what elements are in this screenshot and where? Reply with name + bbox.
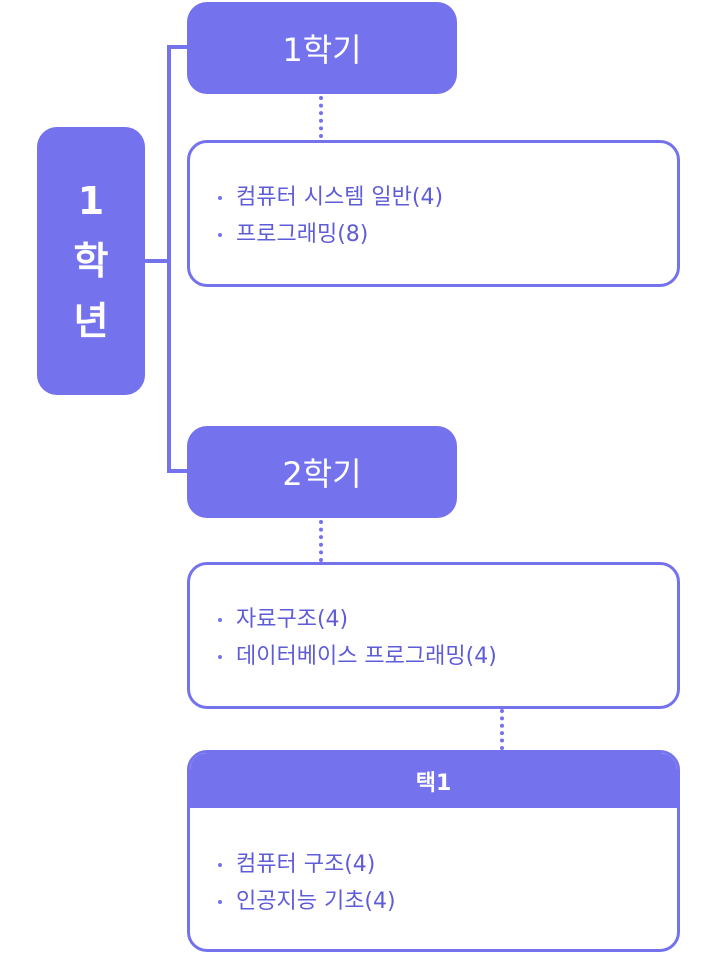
connector-elective bbox=[500, 709, 504, 750]
bullet-icon bbox=[218, 232, 222, 237]
elective-course-box: 택1 컴퓨터 구조(4) 인공지능 기초(4) bbox=[187, 750, 680, 952]
year-char: 1 bbox=[77, 179, 105, 223]
list-item: 프로그래밍(8) bbox=[218, 216, 677, 253]
list-item: 인공지능 기초(4) bbox=[218, 883, 677, 920]
year-char: 학 bbox=[73, 239, 109, 283]
connector-semester-2-courses bbox=[319, 520, 323, 562]
semester-1-label: 1학기 bbox=[282, 31, 362, 69]
semester-1-course-list: 컴퓨터 시스템 일반(4) 프로그래밍(8) bbox=[187, 140, 680, 287]
course-label: 데이터베이스 프로그래밍(4) bbox=[236, 644, 497, 669]
semester-1-heading: 1학기 bbox=[187, 2, 457, 94]
course-label: 프로그래밍(8) bbox=[236, 222, 369, 247]
bullet-icon bbox=[218, 899, 222, 904]
branch-line-semester-1 bbox=[167, 45, 189, 49]
course-label: 컴퓨터 구조(4) bbox=[236, 852, 376, 877]
year-char: 년 bbox=[73, 299, 109, 343]
semester-2-heading: 2학기 bbox=[187, 426, 457, 518]
branch-line-year bbox=[145, 259, 169, 263]
bullet-icon bbox=[218, 654, 222, 659]
list-item: 컴퓨터 구조(4) bbox=[218, 846, 677, 883]
tree-spine-line bbox=[167, 47, 171, 473]
semester-2-label: 2학기 bbox=[282, 455, 362, 493]
semester-2-course-list: 자료구조(4) 데이터베이스 프로그래밍(4) bbox=[187, 562, 680, 709]
elective-title: 택1 bbox=[415, 770, 452, 796]
list-item: 자료구조(4) bbox=[218, 601, 677, 638]
branch-line-semester-2 bbox=[167, 469, 189, 473]
list-item: 데이터베이스 프로그래밍(4) bbox=[218, 638, 677, 675]
list-item: 컴퓨터 시스템 일반(4) bbox=[218, 179, 677, 216]
course-label: 컴퓨터 시스템 일반(4) bbox=[236, 185, 444, 210]
course-label: 자료구조(4) bbox=[236, 607, 349, 632]
course-label: 인공지능 기초(4) bbox=[236, 889, 396, 914]
connector-semester-1-courses bbox=[319, 96, 323, 138]
year-label-box: 1 학 년 bbox=[37, 127, 145, 395]
bullet-icon bbox=[218, 617, 222, 622]
elective-header: 택1 bbox=[190, 753, 677, 808]
bullet-icon bbox=[218, 195, 222, 200]
bullet-icon bbox=[218, 862, 222, 867]
